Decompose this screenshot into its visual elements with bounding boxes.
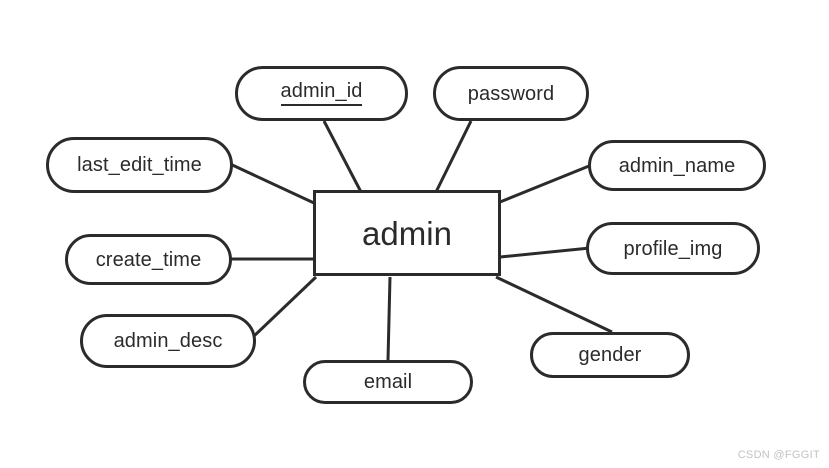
connector-line <box>495 275 613 334</box>
attribute-label: last_edit_time <box>77 154 202 176</box>
attribute-node-gender[interactable]: gender <box>530 332 690 378</box>
attribute-label: email <box>363 371 413 393</box>
connector-line <box>322 120 363 193</box>
attribute-label: profile_img <box>623 237 723 260</box>
attribute-node-password[interactable]: password <box>433 66 589 121</box>
connector-line <box>434 120 473 193</box>
attribute-label: admin_desc <box>113 330 223 352</box>
attribute-label: admin_name <box>618 154 736 177</box>
attribute-node-create-time[interactable]: create_time <box>65 234 232 285</box>
connector-line <box>227 161 315 205</box>
attribute-node-last-edit-time[interactable]: last_edit_time <box>46 137 233 193</box>
connector-line <box>386 276 392 361</box>
attribute-node-admin-name[interactable]: admin_name <box>588 140 766 191</box>
connector-line <box>499 246 591 259</box>
attribute-label: gender <box>578 344 642 366</box>
attribute-node-admin-id[interactable]: admin_id <box>235 66 408 121</box>
entity-label: admin <box>362 214 452 252</box>
attribute-node-admin-desc[interactable]: admin_desc <box>80 314 256 368</box>
attribute-label: password <box>467 82 555 105</box>
watermark-label: CSDN @FGGIT <box>737 449 820 461</box>
attribute-label: create_time <box>95 248 202 271</box>
connector-line <box>499 162 595 204</box>
attribute-node-profile-img[interactable]: profile_img <box>586 222 760 275</box>
connector-line <box>250 275 318 340</box>
entity-node-admin[interactable]: admin <box>313 190 501 276</box>
attribute-label: admin_id <box>280 81 363 106</box>
attribute-node-email[interactable]: email <box>303 360 473 404</box>
